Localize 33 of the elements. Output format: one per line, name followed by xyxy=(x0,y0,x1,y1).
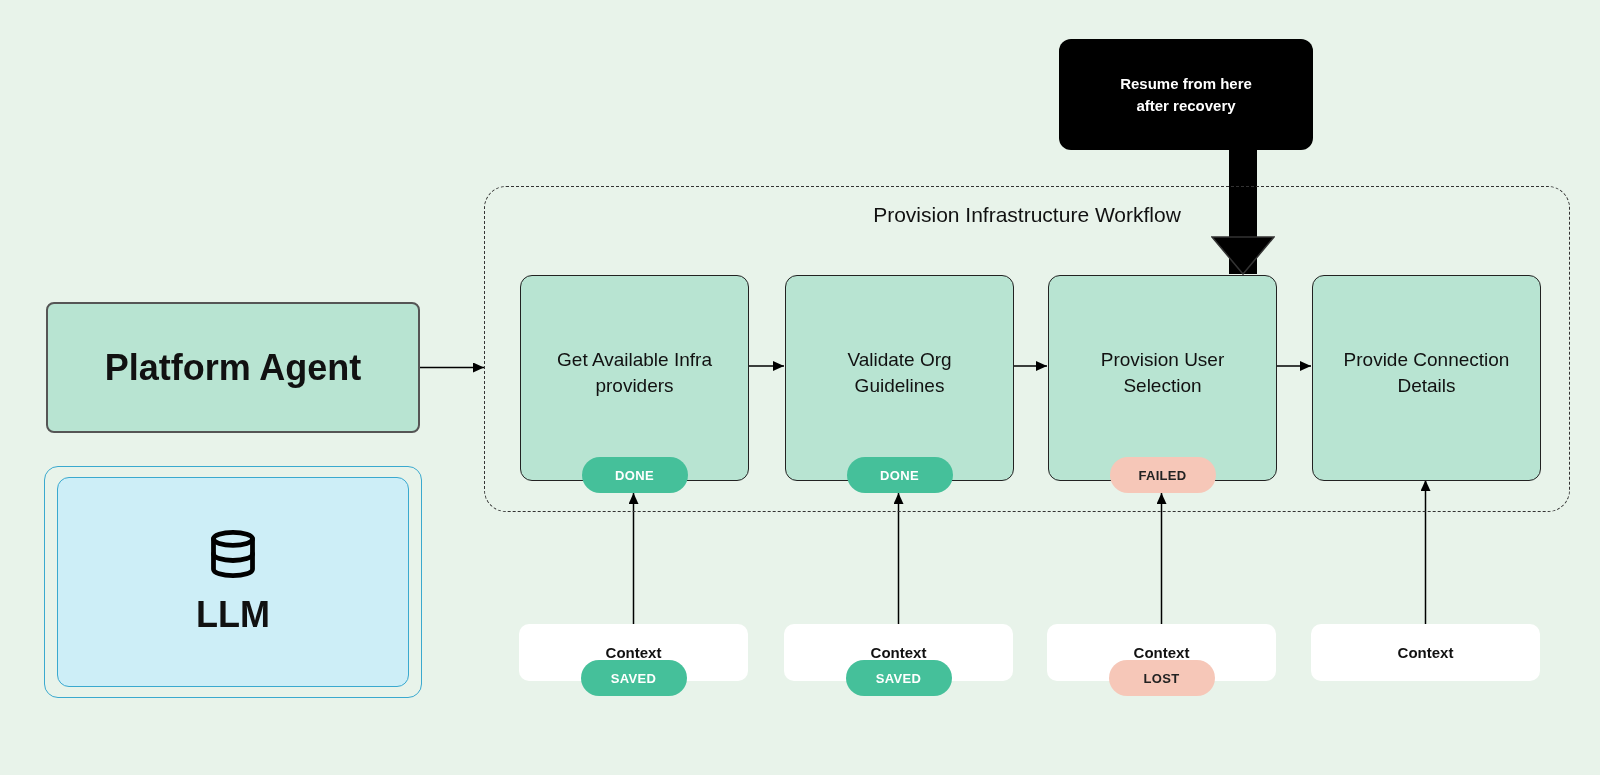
node-label: LLM xyxy=(196,594,270,636)
node-label: Context xyxy=(1133,644,1190,661)
node-label: Context xyxy=(870,644,927,661)
node-label: Provision User Selection xyxy=(1099,348,1226,398)
status-badge: FAILED xyxy=(1109,457,1216,493)
node-label: Validate Org Guidelines xyxy=(846,348,953,398)
arrow xyxy=(1012,361,1048,371)
node-label: Context xyxy=(1397,644,1454,661)
callout-box xyxy=(1059,39,1313,150)
block-arrow xyxy=(1211,150,1275,275)
arrow xyxy=(1156,492,1167,625)
status-badge: DONE xyxy=(846,457,953,493)
step-box xyxy=(1312,275,1541,481)
arrow xyxy=(747,361,785,371)
agent-box xyxy=(46,302,420,433)
arrow xyxy=(893,492,904,625)
arrow xyxy=(1275,361,1312,371)
group-title: Provision Infrastructure Workflow xyxy=(873,203,1181,227)
node-label: Provide Connection Details xyxy=(1342,348,1511,398)
node-label: Context xyxy=(605,644,662,661)
status-badge: DONE xyxy=(581,457,688,493)
node-label: Platform Agent xyxy=(104,346,362,389)
arrow xyxy=(628,492,639,625)
arrow xyxy=(1420,479,1431,625)
status-badge: SAVED xyxy=(580,660,687,696)
status-badge: SAVED xyxy=(845,660,952,696)
node-label: Resume from here after recovery xyxy=(1119,73,1253,116)
node-label: Get Available Infra providers xyxy=(556,348,713,398)
arrow xyxy=(419,362,485,373)
context-card xyxy=(1311,624,1540,681)
workflow-group xyxy=(484,186,1570,512)
status-badge: LOST xyxy=(1108,660,1215,696)
llm-box xyxy=(44,466,422,698)
